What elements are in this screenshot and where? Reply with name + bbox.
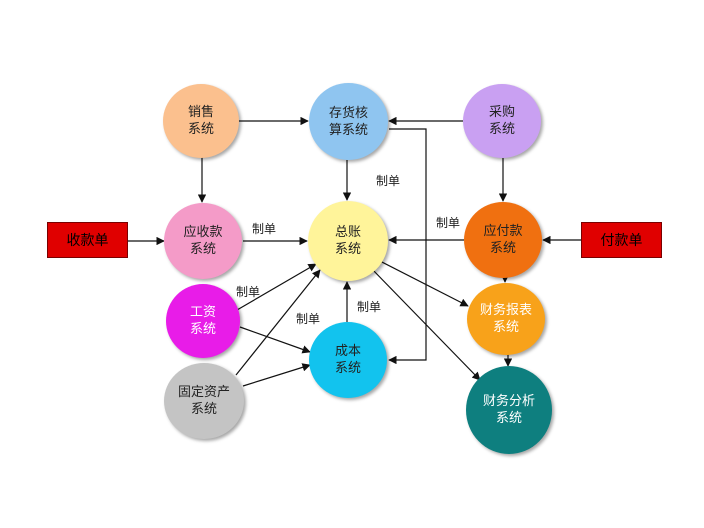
inventory-line-1: 存货核 — [328, 105, 368, 121]
edge-label-cost-to-ledger: 制单 — [357, 300, 382, 314]
purchase-line-1: 采购 — [488, 105, 515, 120]
payable-line-1: 应付款 — [483, 224, 523, 239]
edge-label-inventory-to-ledger: 制单 — [376, 174, 401, 188]
fixed-assets-system-node: 固定资产 系统 — [164, 363, 244, 439]
arrow-fixed-assets-to-cost — [242, 363, 311, 387]
sales-line-2: 系统 — [187, 122, 214, 137]
fixed-assets-line-1: 固定资产 — [177, 385, 230, 400]
analysis-line-2: 系统 — [495, 411, 522, 426]
payroll-system-node: 工资 系统 — [166, 284, 240, 358]
edge-label-payable-to-ledger: 制单 — [436, 216, 461, 230]
analysis-line-1: 财务分析 — [482, 394, 535, 409]
inventory-system-node: 存货核 算系统 — [309, 83, 388, 160]
purchase-line-2: 系统 — [488, 122, 515, 137]
analysis-system-node: 财务分析 系统 — [466, 366, 552, 454]
arrow-inventory-to-cost — [388, 128, 427, 365]
payable-line-2: 系统 — [489, 241, 516, 256]
payable-system-node: 应付款 系统 — [464, 202, 542, 278]
report-line-1: 财务报表 — [479, 303, 532, 318]
cost-line-2: 系统 — [334, 361, 361, 376]
payment-document: 付款单 — [581, 222, 662, 258]
edge-label-fixed-assets-to-ledger: 制单 — [296, 312, 321, 326]
ledger-system-node: 总账 系统 — [308, 201, 388, 281]
arrow-fixed-assets-to-ledger — [235, 269, 321, 376]
sales-line-1: 销售 — [187, 105, 214, 120]
payroll-line-1: 工资 — [189, 305, 216, 320]
ledger-line-2: 系统 — [334, 242, 361, 257]
edge-label-payroll-to-ledger: 制单 — [236, 285, 261, 299]
edge-label-receivable-to-ledger: 制单 — [252, 222, 277, 236]
receivable-line-1: 应收款 — [183, 225, 223, 240]
report-system-node: 财务报表 系统 — [467, 283, 545, 355]
receivable-line-2: 系统 — [189, 242, 216, 257]
cost-line-1: 成本 — [334, 344, 361, 359]
ledger-line-1: 总账 — [334, 225, 361, 240]
receivable-system-node: 应收款 系统 — [164, 203, 242, 279]
purchase-system-node: 采购 系统 — [463, 84, 541, 158]
cost-system-node: 成本 系统 — [309, 322, 387, 398]
receipt-document: 收款单 — [47, 222, 128, 258]
arrow-payroll-to-ledger — [236, 263, 317, 311]
report-line-2: 系统 — [492, 320, 519, 335]
arrow-ledger-to-analysis — [369, 266, 481, 381]
fixed-assets-line-2: 系统 — [190, 402, 217, 417]
inventory-line-2: 算系统 — [328, 122, 368, 138]
sales-system-node: 销售 系统 — [163, 84, 239, 158]
payment-label: 付款单 — [600, 233, 643, 249]
payroll-line-2: 系统 — [189, 322, 216, 337]
receipt-label: 收款单 — [66, 233, 109, 249]
arrow-ledger-to-report — [375, 258, 469, 307]
arrow-payroll-to-cost — [239, 326, 311, 354]
